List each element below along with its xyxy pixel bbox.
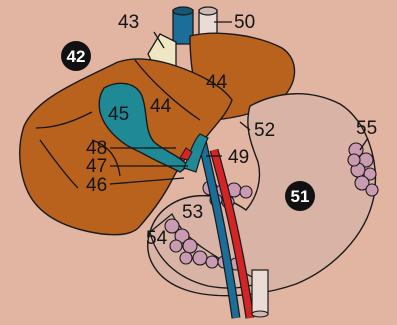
label-49: 49 — [228, 147, 249, 168]
label-44-lower: 44 — [150, 96, 172, 117]
badge-42: 42 — [61, 41, 91, 71]
label-52: 52 — [254, 120, 275, 141]
badge-51: 51 — [285, 181, 315, 211]
label-47: 47 — [86, 156, 107, 177]
label-43: 43 — [118, 12, 139, 33]
label-50: 50 — [234, 12, 255, 33]
label-55: 55 — [356, 118, 377, 139]
label-54: 54 — [146, 228, 168, 249]
label-44-upper: 44 — [206, 72, 228, 93]
label-53: 53 — [182, 202, 203, 223]
badge-51-text: 51 — [291, 187, 310, 206]
badge-42-text: 42 — [67, 47, 86, 66]
label-46: 46 — [86, 175, 107, 196]
label-45: 45 — [108, 104, 129, 125]
